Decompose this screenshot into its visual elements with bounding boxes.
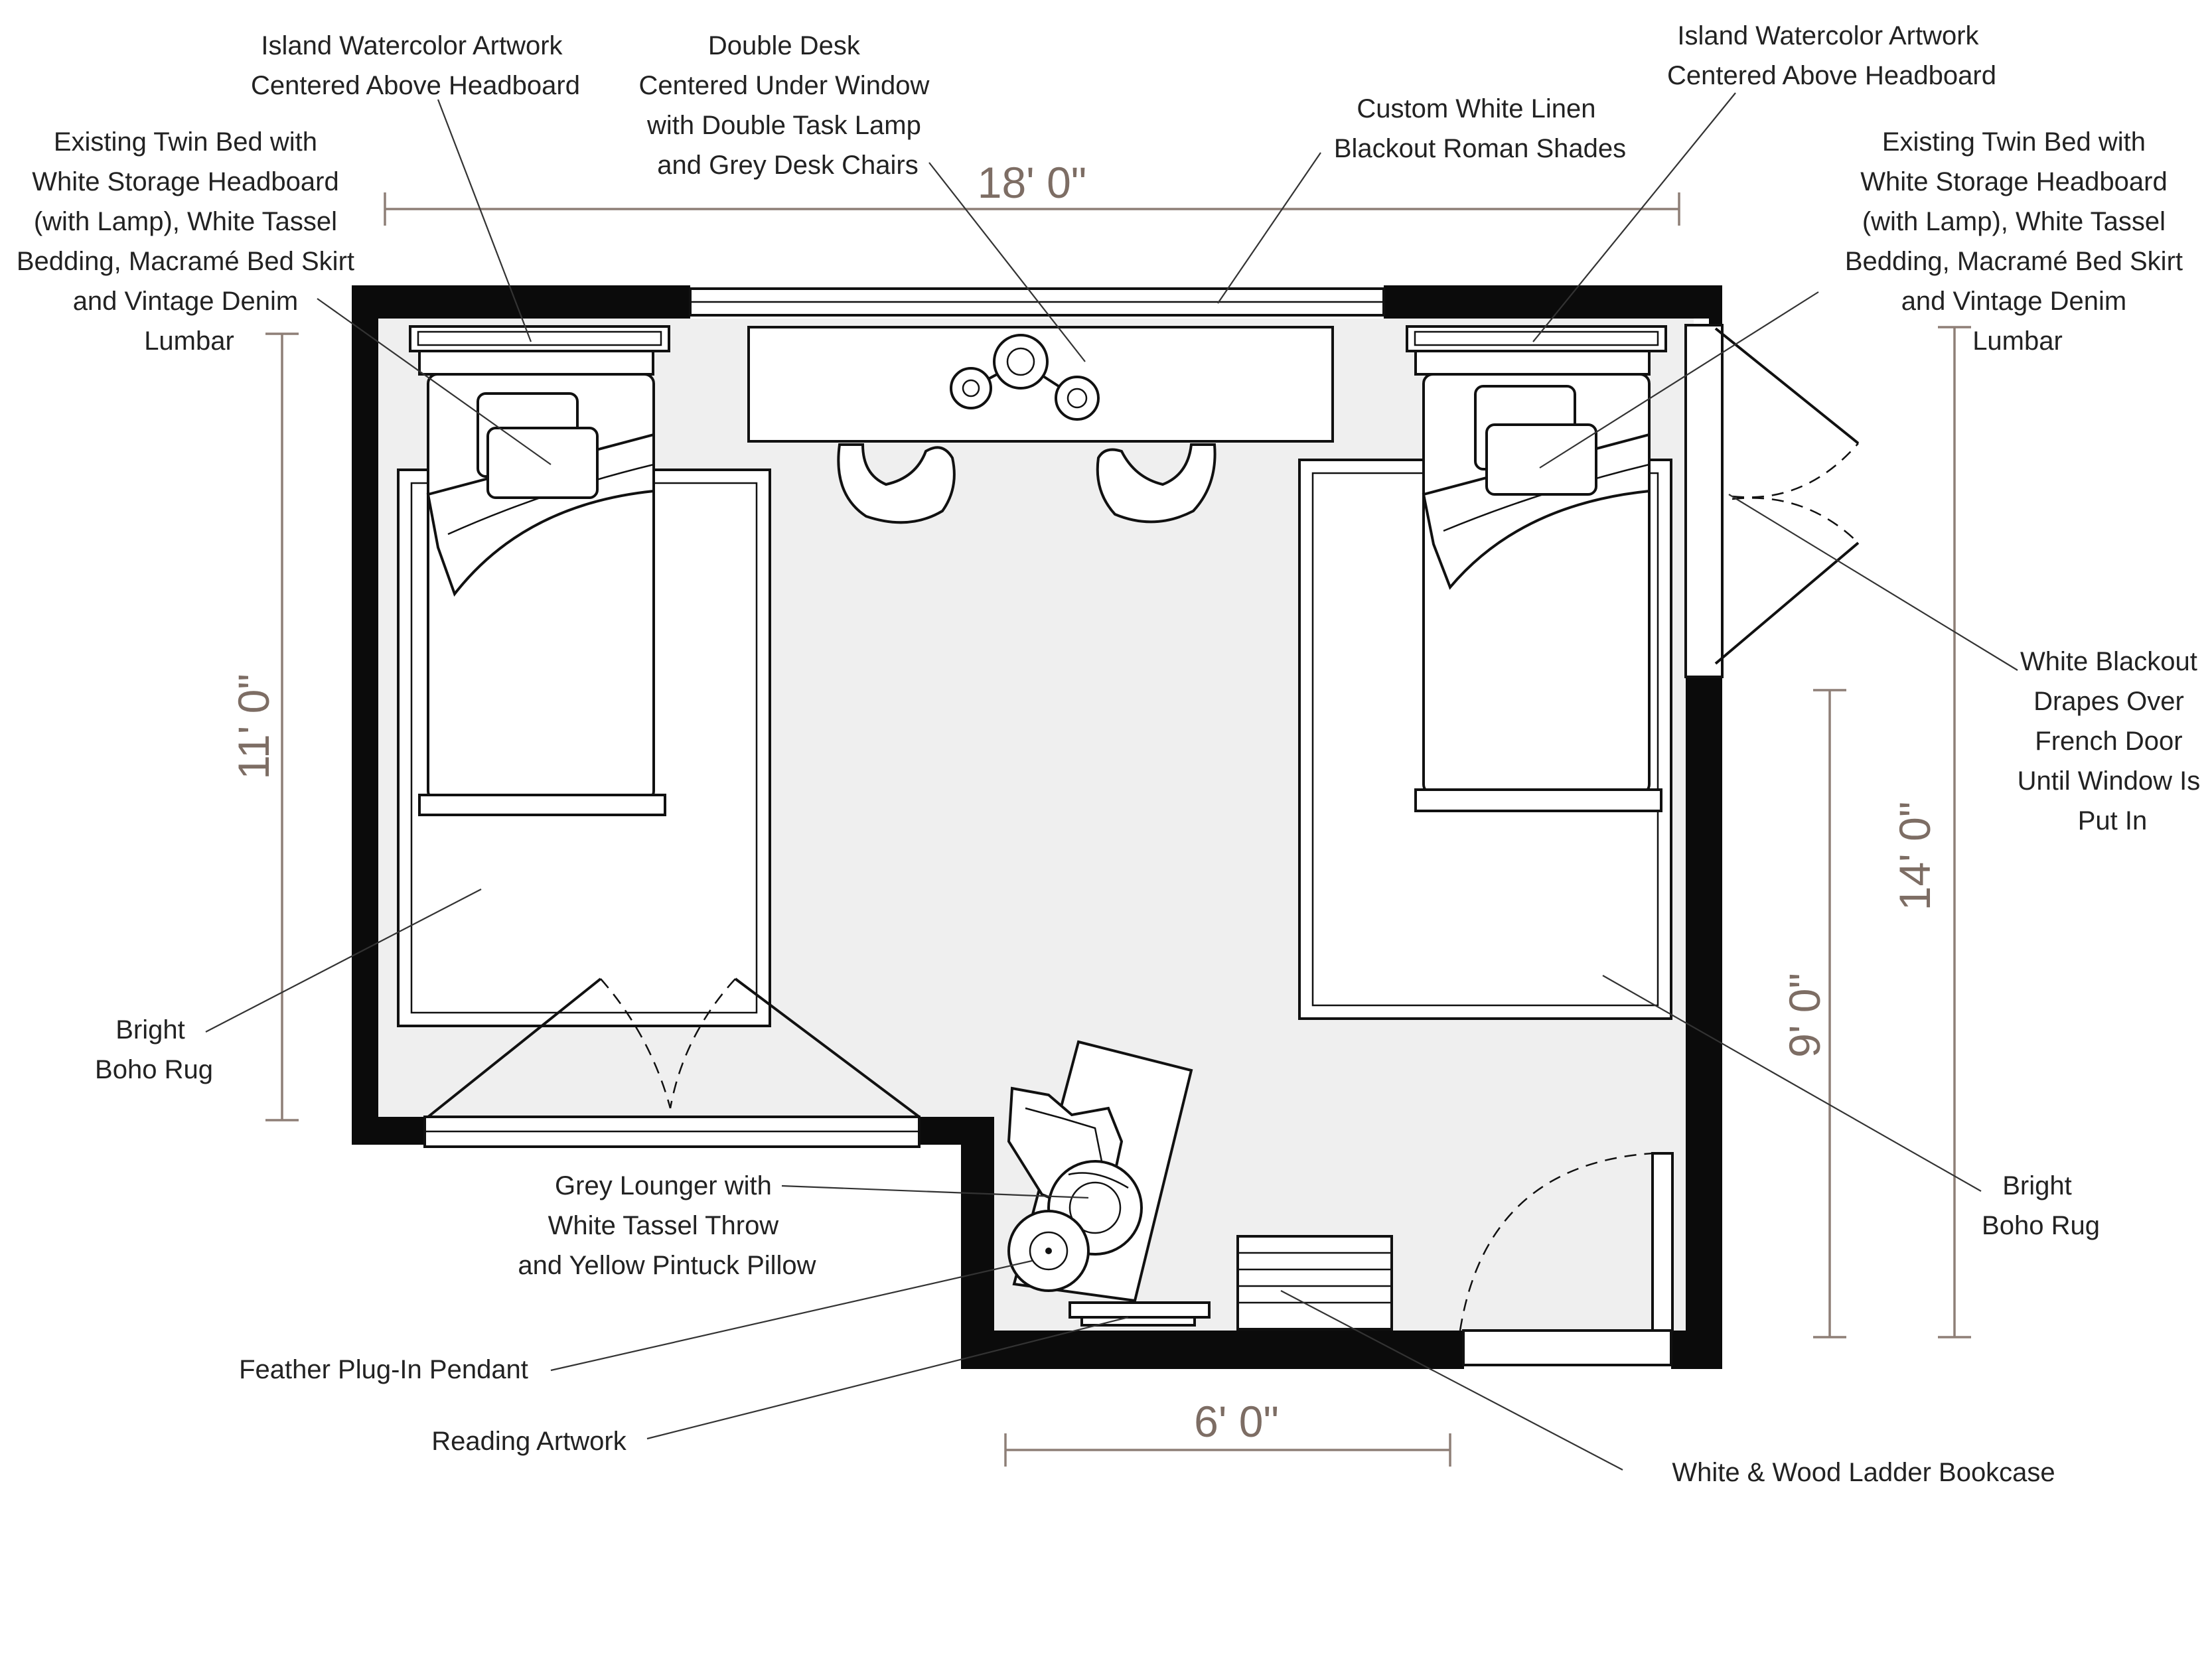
window-top	[689, 287, 1385, 317]
label-double-desk: Double Desk Centered Under Window with D…	[638, 31, 936, 180]
label-artwork-left: Island Watercolor Artwork Centered Above…	[251, 31, 580, 100]
reading-artwork	[1069, 1301, 1211, 1327]
dimension-bottom-width: 6' 0"	[1194, 1397, 1279, 1446]
french-door	[1684, 324, 1860, 678]
label-pendant: Feather Plug-In Pendant	[239, 1355, 528, 1384]
room-walls	[352, 285, 1722, 1369]
label-lounger: Grey Lounger with White Tassel Throw and…	[518, 1171, 816, 1280]
feather-pendant	[1007, 1210, 1090, 1292]
label-drapes: White Blackout Drapes Over French Door U…	[2018, 647, 2208, 835]
leader-lines	[205, 92, 2018, 1471]
twin-bed-right	[1406, 325, 1667, 812]
label-bookcase: White & Wood Ladder Bookcase	[1672, 1458, 2055, 1487]
dimension-lines	[265, 192, 1971, 1467]
double-desk	[747, 326, 1334, 443]
label-rug-left: Bright Boho Rug	[95, 1015, 213, 1084]
twin-bed-left	[409, 325, 670, 816]
label-bed-right: Existing Twin Bed with White Storage Hea…	[1845, 127, 2190, 356]
label-roman-shades: Custom White Linen Blackout Roman Shades	[1334, 94, 1626, 163]
dimension-right-inner-height: 9' 0"	[1780, 973, 1829, 1058]
bottom-double-door	[427, 977, 921, 1118]
dimension-left-height: 11' 0"	[229, 674, 278, 780]
desk-chair-left	[837, 443, 956, 524]
double-task-lamp	[950, 334, 1100, 421]
label-artwork-right: Island Watercolor Artwork Centered Above…	[1667, 21, 1996, 90]
ladder-bookcase	[1236, 1235, 1393, 1331]
dimension-top-width: 18' 0"	[978, 158, 1086, 207]
window-bottom	[423, 1116, 921, 1148]
label-reading-artwork: Reading Artwork	[431, 1427, 627, 1456]
dimension-right-height: 14' 0"	[1890, 802, 1939, 910]
label-rug-right: Bright Boho Rug	[1982, 1171, 2100, 1240]
label-bed-left: Existing Twin Bed with White Storage Hea…	[17, 127, 362, 356]
desk-chair-right	[1096, 443, 1217, 524]
entry-door	[1459, 1152, 1674, 1366]
